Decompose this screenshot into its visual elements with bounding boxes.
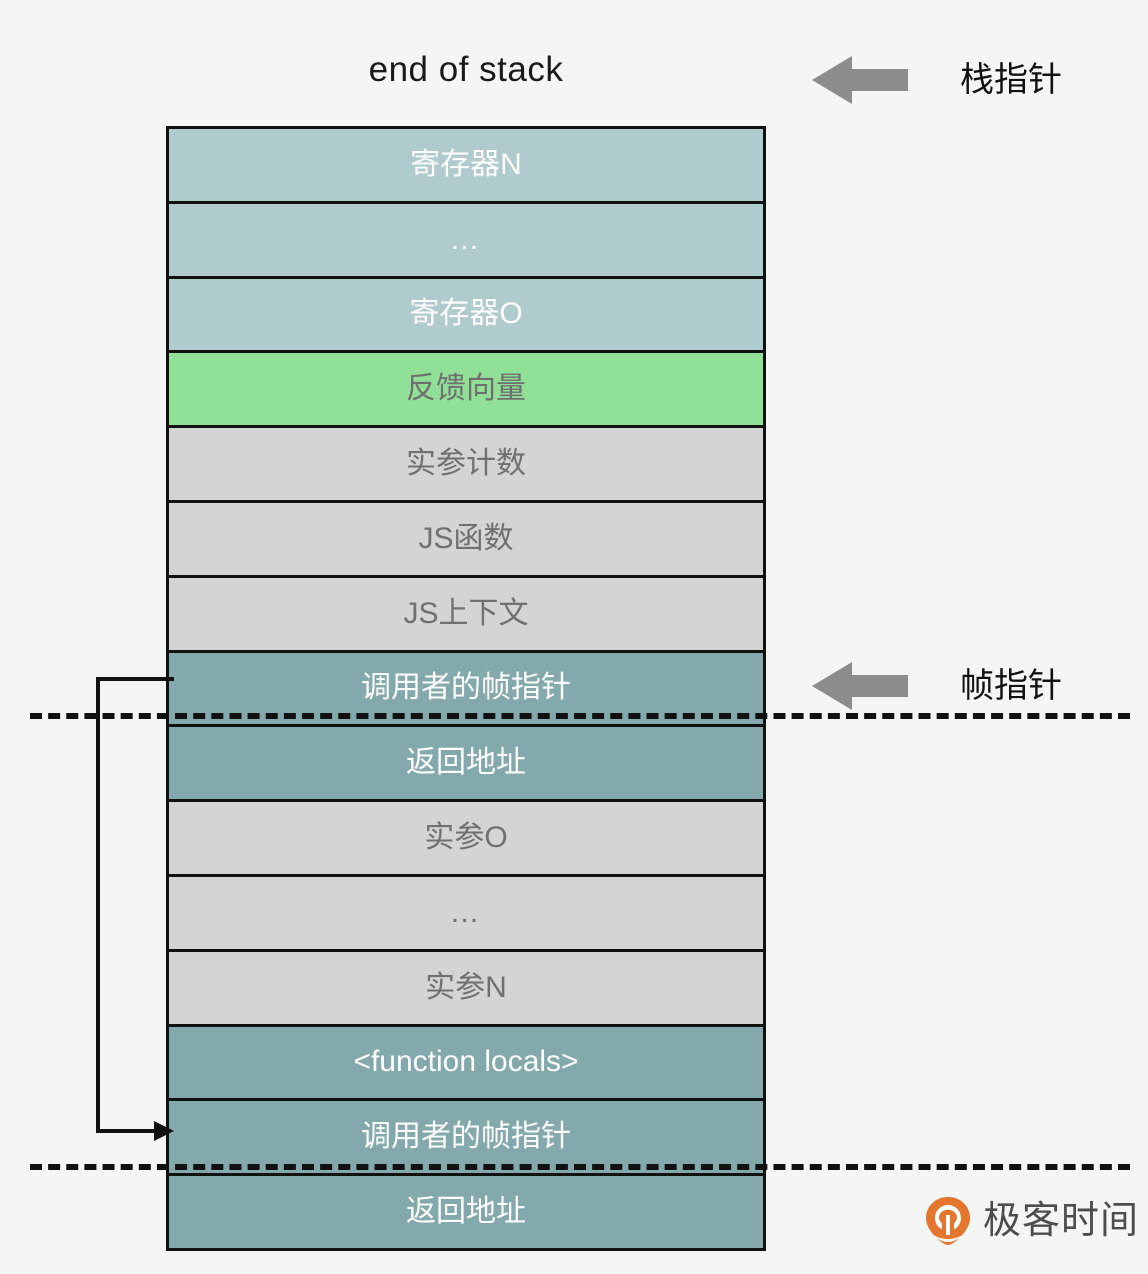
stack-row-label: 调用者的帧指针 [361, 671, 571, 705]
stack-row-label: … [449, 222, 483, 256]
brand-name: 极客时间 [983, 1200, 1140, 1242]
stack-row-register-n: 寄存器N [169, 129, 763, 204]
stack-row-argument-o: 实参O [169, 802, 763, 877]
stack-row-label: 实参N [425, 970, 507, 1004]
stack-row-return-address-lower: 返回地址 [169, 1176, 763, 1248]
page-title: end of stack [368, 50, 564, 89]
stack-pointer-label: 栈指针 [960, 61, 1062, 99]
stack-row-label: <function locals> [353, 1045, 579, 1079]
stack-row-label: 调用者的帧指针 [361, 1120, 571, 1154]
stack-row-label: 实参O [424, 821, 508, 855]
stack-row-function-locals: <function locals> [169, 1026, 763, 1102]
stack-pointer-annotation: 栈指针 [812, 52, 1062, 108]
stack-row-label: JS函数 [418, 521, 514, 555]
stack-frame-diagram: 寄存器N … 寄存器O 反馈向量 实参计数 JS函数 JS上下文 调用者的帧指针… [166, 126, 766, 1251]
stack-row-label: JS上下文 [403, 596, 529, 630]
stack-row-register-o: 寄存器O [169, 278, 763, 354]
caller-frame-pointer-link-arrow [88, 665, 174, 1145]
frame-boundary-dashed-line-upper [30, 713, 1130, 719]
stack-row-label: 实参计数 [406, 447, 526, 481]
arrow-left-icon [812, 658, 908, 714]
stack-row-label: 返回地址 [406, 746, 526, 780]
geektime-pin-icon [925, 1196, 971, 1246]
stack-row-argument-ellipsis: … [169, 876, 763, 952]
stack-row-register-ellipsis: … [169, 203, 763, 279]
stack-row-label: 寄存器O [409, 297, 523, 331]
stack-row-label: 返回地址 [406, 1195, 526, 1229]
stack-row-label: 反馈向量 [406, 372, 526, 406]
frame-pointer-annotation: 帧指针 [812, 658, 1062, 714]
frame-boundary-dashed-line-lower [30, 1164, 1130, 1170]
brand-logo: 极客时间 [925, 1196, 1139, 1246]
arrow-left-icon [812, 52, 908, 108]
stack-row-feedback-vector: 反馈向量 [169, 353, 763, 429]
stack-row-js-function: JS函数 [169, 502, 763, 578]
stack-row-js-context: JS上下文 [169, 577, 763, 653]
stack-row-argument-n: 实参N [169, 951, 763, 1027]
stack-row-return-address-upper: 返回地址 [169, 727, 763, 803]
frame-pointer-label: 帧指针 [960, 667, 1062, 705]
stack-row-argument-count: 实参计数 [169, 428, 763, 503]
stack-row-label: 寄存器N [410, 147, 522, 181]
stack-row-label: … [449, 895, 483, 929]
